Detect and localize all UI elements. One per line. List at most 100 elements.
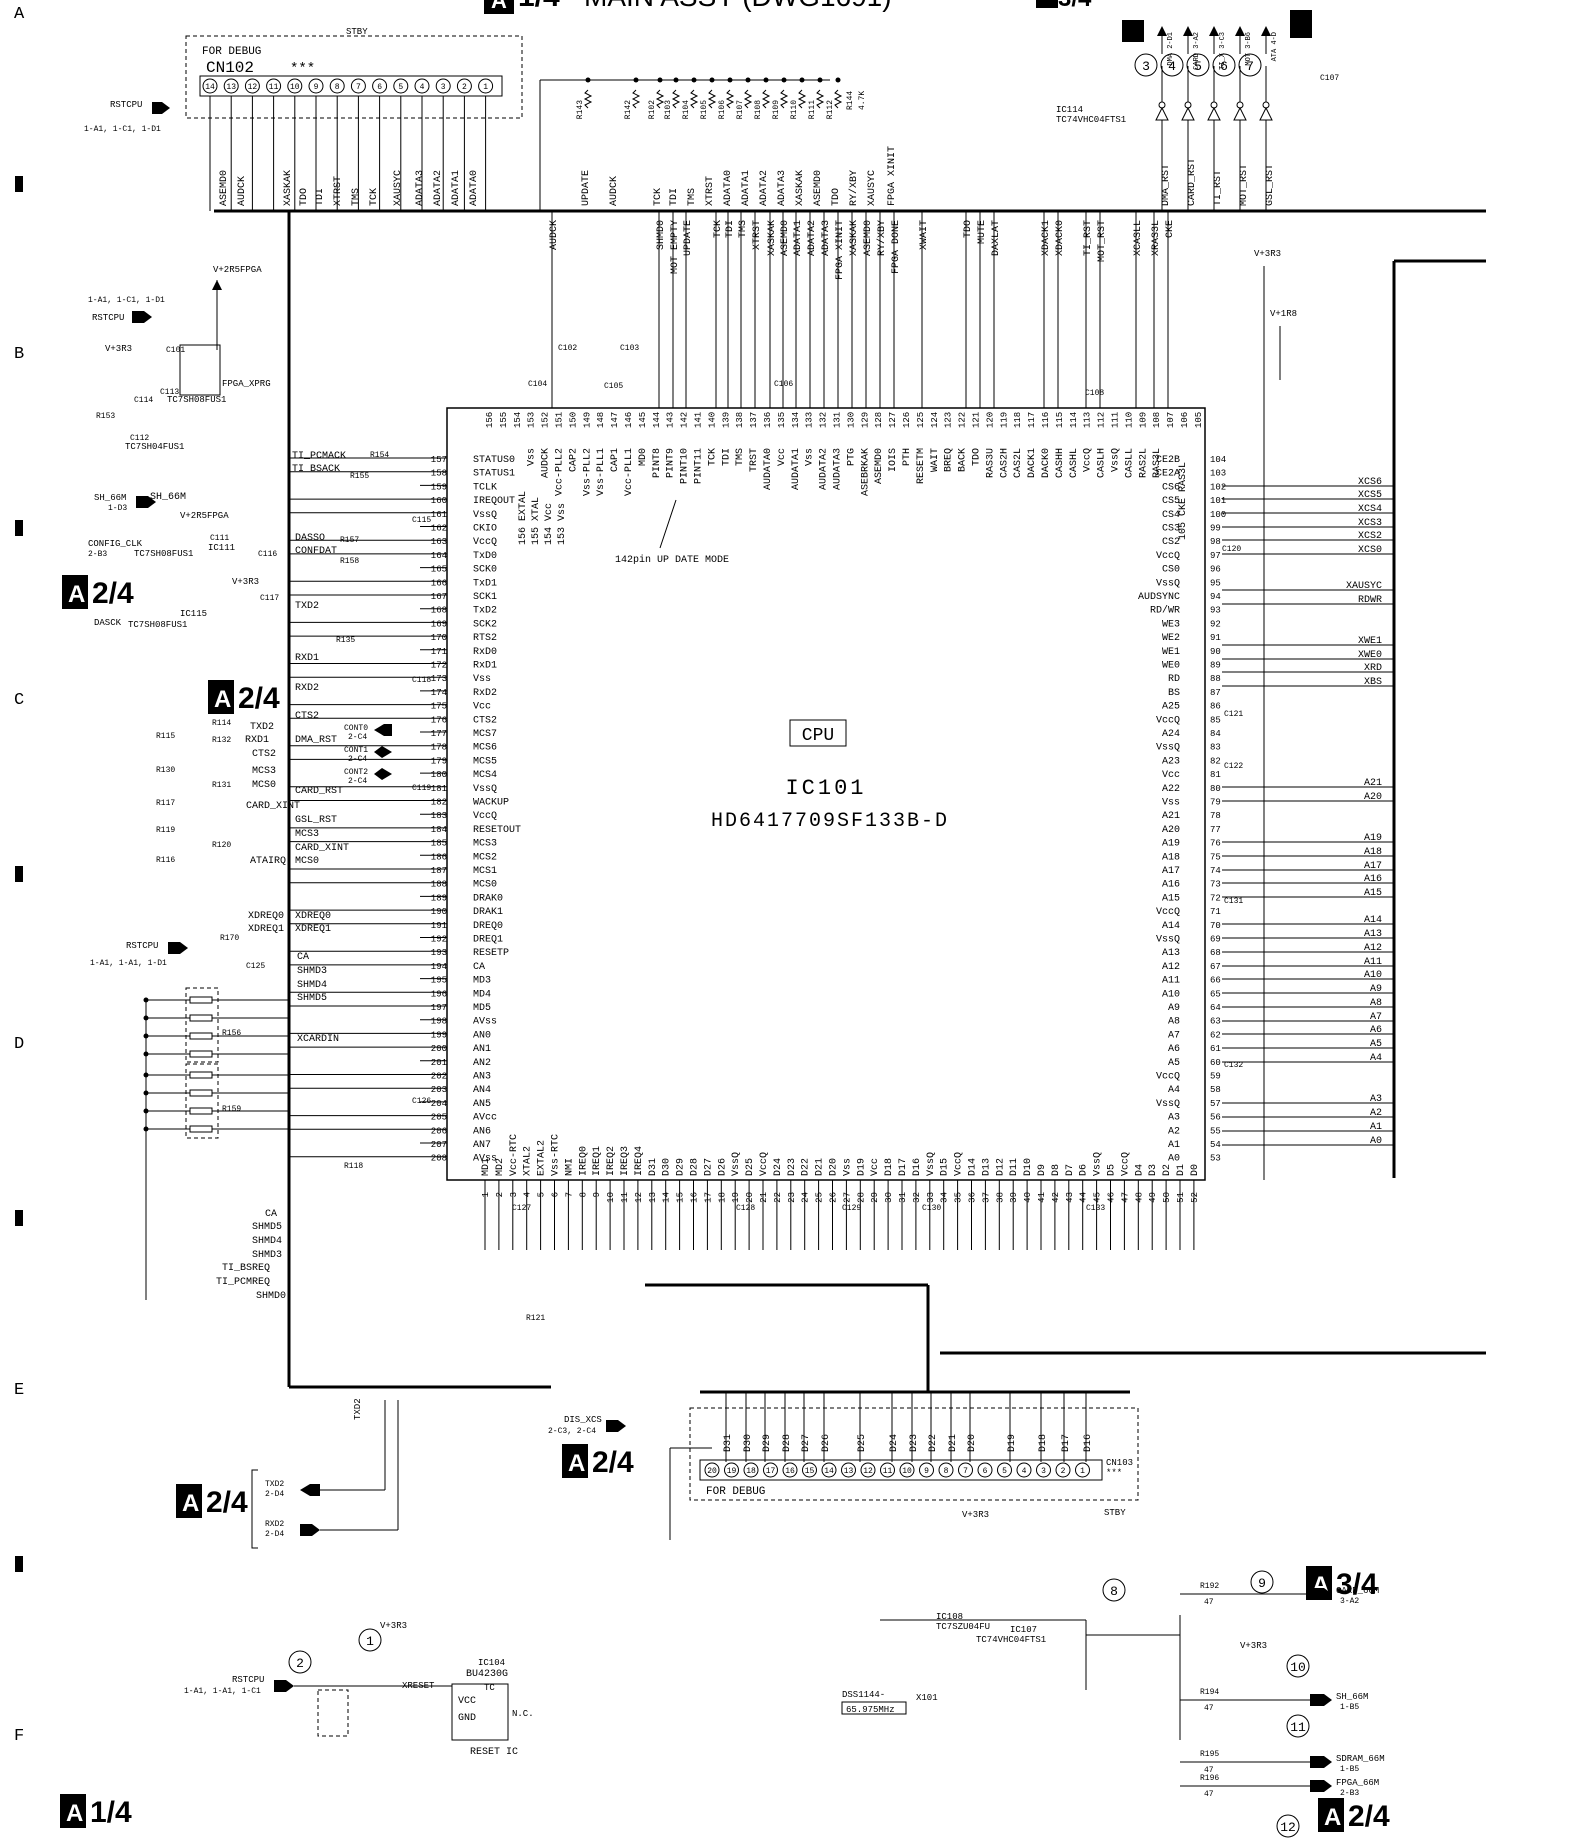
cpu-pin-number: 61 xyxy=(1210,1044,1221,1054)
cpu-pin-name: AUDATA2 xyxy=(819,448,830,490)
cpu-pin-name: TRST xyxy=(749,448,760,472)
cpu-pin-name: VccQ xyxy=(759,1152,770,1176)
cpu-pin-name: IREQ3 xyxy=(620,1146,631,1176)
header: A 1/4 MAIN ASSY (DWG1691) 3/4 xyxy=(484,0,1312,42)
cpu-pin-number: 59 xyxy=(1210,1072,1221,1082)
top-vertical-signal: AUDCK xyxy=(549,220,560,250)
cpu-pin-name: CASHL xyxy=(1069,448,1080,478)
marker-circle xyxy=(288,1650,312,1674)
left-signal-label: CTS2 xyxy=(252,749,276,760)
right-bus-label: XCS3 xyxy=(1358,518,1382,529)
capacitor-label: C108 xyxy=(1085,389,1104,398)
cn102-pin xyxy=(372,78,388,94)
resistor-label: R111 xyxy=(808,100,817,119)
top-bus-label: TI_RST xyxy=(1213,170,1224,206)
cn103-signal: D18 xyxy=(1038,1434,1049,1452)
cpu-pin-name: SCK2 xyxy=(473,619,497,630)
cpu-pin-name: ASEBRKAK xyxy=(860,448,871,496)
cpu-pin-name: A1 xyxy=(1168,1140,1180,1151)
cpu-pin-number: 82 xyxy=(1210,756,1221,766)
cpu-pin-name: A23 xyxy=(1162,756,1180,767)
cn102-pin-number: 10 xyxy=(290,83,300,92)
cpu-pin-number: 74 xyxy=(1210,866,1221,876)
top-vertical-signal: XTRST xyxy=(752,220,763,250)
cpu-pin-name: MCS0 xyxy=(473,880,497,891)
config-clk: CONFIG_CLK xyxy=(88,539,143,549)
cpu-pin-name: VccQ xyxy=(1156,551,1180,562)
cn102-pin xyxy=(329,78,345,94)
cpu-pin-number: 33 xyxy=(926,1192,936,1203)
cpu-pin-number: 118 xyxy=(1013,412,1023,428)
cpu-pin-number: 114 xyxy=(1069,412,1079,428)
cpu-pin-name: PTH xyxy=(902,448,913,466)
capacitor-label: C118 xyxy=(412,676,431,685)
top-vertical-signal: RY/XBY xyxy=(876,220,888,256)
right-bus-label: A8 xyxy=(1370,998,1382,1009)
cpu-pin-name: NMI xyxy=(564,1158,575,1176)
right-bus-label: XCS4 xyxy=(1358,504,1382,515)
top-vertical-signal: UPDATE xyxy=(683,220,694,256)
sheet-badge xyxy=(484,0,514,14)
cpu-pin-name: D5 xyxy=(1107,1164,1118,1176)
cpu-pin-number: 19 xyxy=(731,1192,741,1203)
cpu-pin-name: TxD1 xyxy=(473,578,497,589)
cpu-pin-number: 161 xyxy=(431,510,447,520)
cn102-pin-number: 11 xyxy=(269,83,279,92)
right-bus-label: A3 xyxy=(1370,1094,1382,1105)
cpu-pin-number: 37 xyxy=(981,1192,991,1203)
left-signal-label: TI_PCMACK xyxy=(292,451,346,462)
cpu-pin-number: 151 xyxy=(555,412,565,428)
cpu-pin-number: 171 xyxy=(431,647,447,657)
cpu-pin-name: A25 xyxy=(1162,702,1180,713)
cn102-pin xyxy=(414,78,430,94)
cpu-pin-name: AVss xyxy=(473,1017,497,1028)
cn103-pin-number: 9 xyxy=(924,1467,929,1476)
cpu-pin-name: D14 xyxy=(968,1158,979,1176)
cpu-pin-name: CS6 xyxy=(1162,482,1180,493)
cpu-pin-name: AVcc xyxy=(473,1113,497,1124)
capacitor-label: C130 xyxy=(922,1204,941,1213)
txd2-ref: 2-D4 xyxy=(265,1490,284,1499)
capacitor-label: C103 xyxy=(620,344,639,353)
cpu-pin-name: A18 xyxy=(1162,852,1180,863)
cpu-pin-number: 60 xyxy=(1210,1058,1221,1068)
right-bus-label: A16 xyxy=(1364,874,1382,885)
cn102-pin xyxy=(202,78,218,94)
top-vertical-signal: XASKAK xyxy=(767,220,778,256)
cpu-pin-number: 139 xyxy=(721,412,731,428)
cpu-pin-name: AUDATA0 xyxy=(763,448,774,490)
cpu-pin-number: 136 xyxy=(763,412,773,428)
ic104-part: BU4230G xyxy=(466,1669,508,1680)
resistor-label: R155 xyxy=(350,472,369,481)
cpu-pin-name: MD1 xyxy=(481,1158,492,1176)
cn103-pin xyxy=(899,1462,915,1478)
cpu-pin-number: 83 xyxy=(1210,743,1221,753)
cn103-pin xyxy=(880,1462,895,1478)
top-bus-label: TCK xyxy=(653,188,664,206)
cpu-pin-number: 194 xyxy=(431,962,447,972)
cpu-pin-number: 185 xyxy=(431,839,447,849)
resistor-label: R121 xyxy=(526,1314,545,1323)
cpu-pin-number: 156 xyxy=(485,412,495,428)
cpu-pin-name: Vcc xyxy=(777,448,788,466)
badge-a24-4-letter: A xyxy=(182,1490,199,1517)
left-signal-label: XDREQ1 xyxy=(248,924,284,935)
right-bus-label: XAUSYC xyxy=(1346,581,1382,592)
cpu-pin-number: 12 xyxy=(634,1192,644,1203)
cn103-signal: D31 xyxy=(723,1434,734,1452)
cpu-pin-name: CS5 xyxy=(1162,496,1180,507)
cn103-pin xyxy=(743,1462,759,1478)
cpu-pin-number: 100 xyxy=(1210,510,1226,520)
top-bus-label: ADATA0 xyxy=(723,170,734,206)
left-signal-label: XCARDIN xyxy=(297,1034,339,1045)
cpu-pin-number: 63 xyxy=(1210,1017,1221,1027)
cpu-pin-number: 76 xyxy=(1210,839,1221,849)
cpu-pin-number: 16 xyxy=(690,1192,700,1203)
resistor-label: R143 xyxy=(576,100,585,119)
gate-signal-ref: DMA 2-D1 xyxy=(1167,32,1175,66)
clock-output: FPGA_66M xyxy=(1336,1778,1379,1788)
badge-a14-box xyxy=(60,1794,86,1828)
cpu-pin-name: A21 xyxy=(1162,811,1180,822)
left-signal-label: TI_BSACK xyxy=(292,464,340,475)
